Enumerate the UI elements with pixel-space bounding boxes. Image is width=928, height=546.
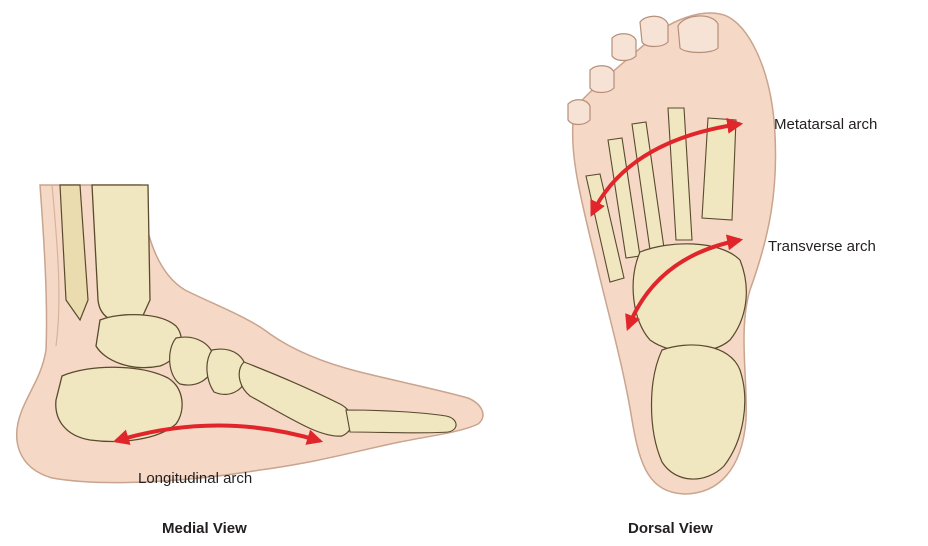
third-toe bbox=[612, 34, 636, 61]
dorsal-foot-illustration bbox=[568, 13, 776, 494]
second-toe bbox=[640, 16, 668, 46]
metatarsal-1 bbox=[702, 118, 736, 220]
medial-view-caption: Medial View bbox=[162, 520, 247, 538]
transverse-arch-label: Transverse arch bbox=[768, 238, 876, 256]
metatarsal-arch-label: Metatarsal arch bbox=[774, 116, 877, 134]
fourth-toe bbox=[590, 66, 614, 93]
dorsal-view-caption: Dorsal View bbox=[628, 520, 713, 538]
big-toe bbox=[678, 16, 718, 53]
longitudinal-arch-label: Longitudinal arch bbox=[138, 470, 252, 488]
tarsal-bones bbox=[633, 244, 746, 352]
fifth-toe bbox=[568, 100, 590, 125]
tibia-bone bbox=[92, 185, 150, 323]
medial-foot-illustration bbox=[17, 185, 483, 483]
